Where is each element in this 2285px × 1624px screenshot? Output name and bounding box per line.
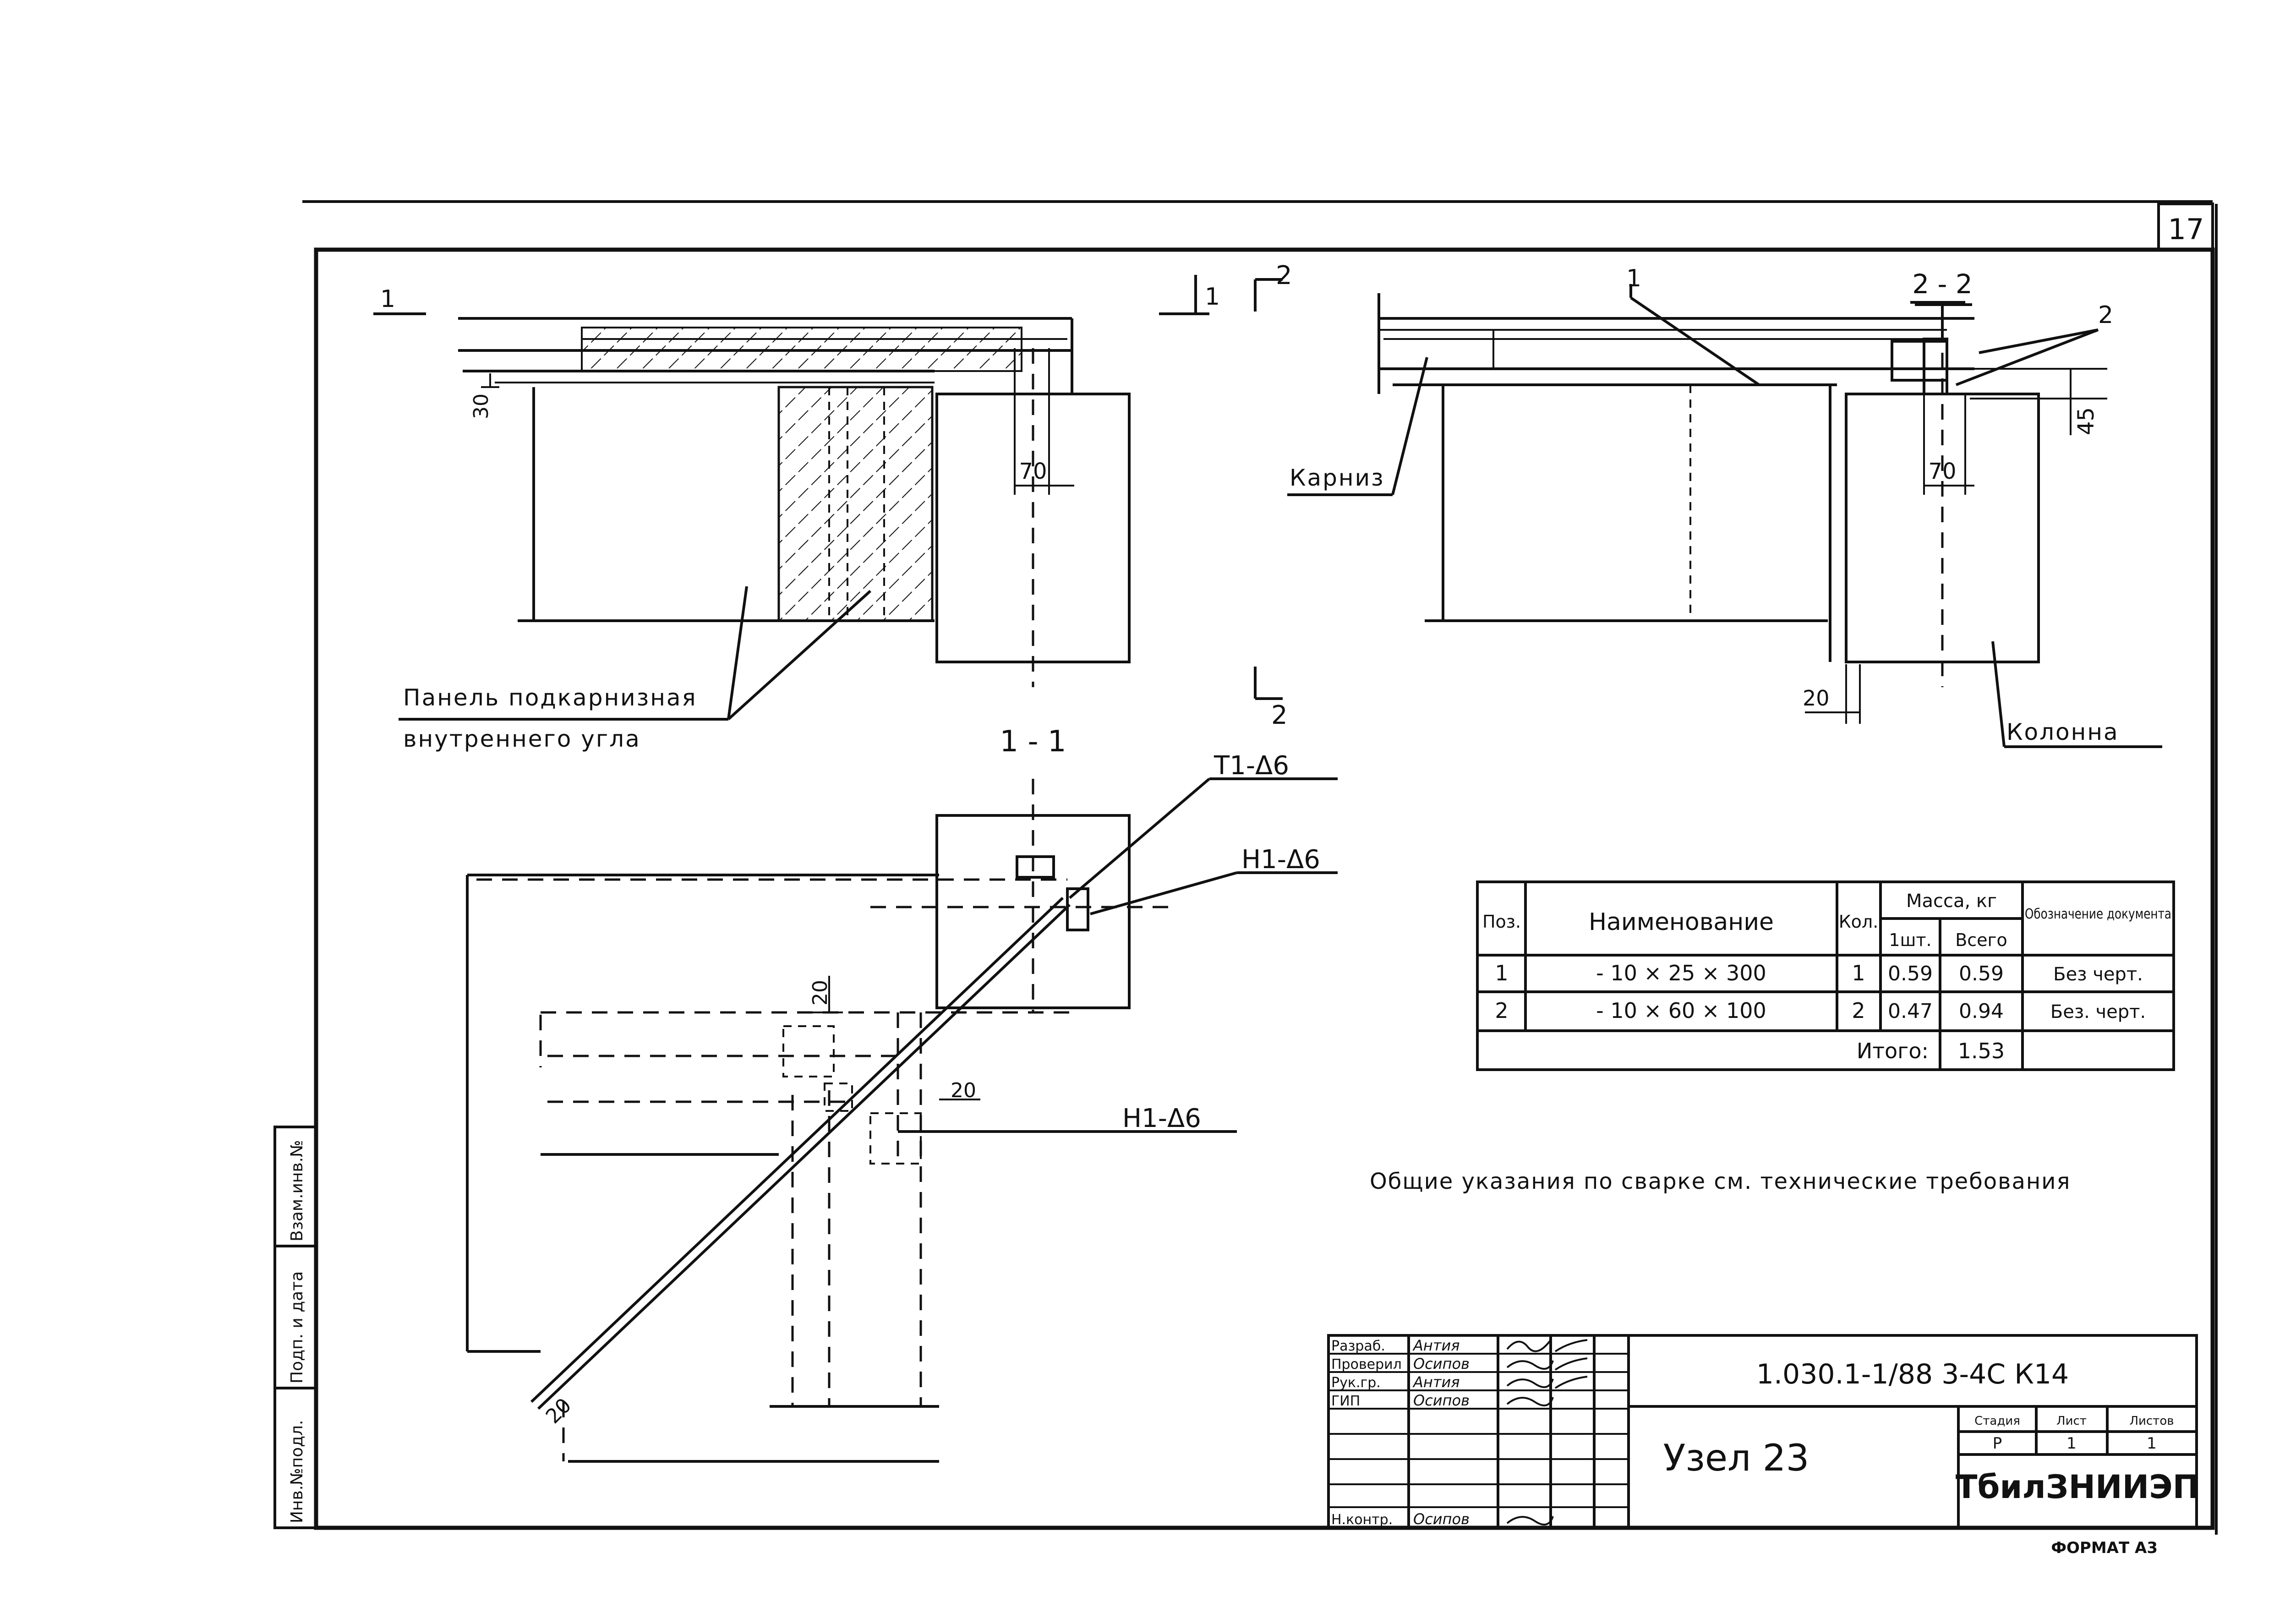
sheet-number-box [2157, 202, 2214, 251]
section-2-2-title: 2 - 2 [1912, 268, 1973, 300]
dim-20-right: 20 [1803, 686, 1830, 711]
spec-row1-one: 0.59 [1888, 962, 1933, 985]
sign-role-2: Проверил [1331, 1356, 1402, 1372]
spec-row1-name: - 10 × 25 × 300 [1596, 961, 1766, 985]
drawing-code: 1.030.1-1/88 3-4С К14 [1756, 1358, 2069, 1390]
sheet-value: 1 [2066, 1434, 2077, 1453]
sign-role-3: Рук.гр. [1331, 1375, 1381, 1391]
pos-1-callout: 1 [1626, 265, 1641, 292]
section-1-marker-right: 1 [1205, 283, 1220, 311]
spec-table [1476, 880, 2175, 1071]
sign-name-3: Антия [1412, 1373, 1460, 1391]
weld-t1-label: Т1-Δ6 [1214, 751, 1289, 781]
sheet-header: Лист [2056, 1414, 2087, 1428]
title-block [1327, 1334, 2198, 1529]
drawing-name: Узел 23 [1663, 1437, 1809, 1479]
spec-header-pos: Поз. [1482, 912, 1521, 932]
organization: ТбилЗНИИЭП [1956, 1468, 2199, 1506]
spec-row2-name: - 10 × 60 × 100 [1596, 998, 1766, 1023]
dim-20-a: 20 [809, 980, 832, 1006]
sign-name-5: Осипов [1413, 1510, 1470, 1528]
signature-scribbles [1506, 1339, 1588, 1526]
spec-row2-doc: Без. черт. [2050, 1001, 2146, 1023]
weld-n1-bottom-label: Н1-Δ6 [1122, 1104, 1201, 1133]
spec-header-mass-one: 1шт. [1889, 930, 1931, 950]
dim-20-c: 20 [541, 1394, 576, 1428]
weld-n1-top-label: Н1-Δ6 [1241, 845, 1320, 875]
sign-name-1: Антия [1412, 1337, 1460, 1354]
spec-row2-pos: 2 [1495, 998, 1508, 1023]
spec-total-label: Итого: [1857, 1039, 1929, 1063]
section-1-marker-left: 1 [380, 285, 395, 313]
top-left-view [373, 275, 1283, 721]
pos-2-callout: 2 [2098, 301, 2113, 329]
sign-name-4: Осипов [1413, 1392, 1470, 1409]
sign-name-2: Осипов [1413, 1355, 1470, 1372]
format-label: ФОРМАТ А3 [2051, 1539, 2158, 1557]
spec-header-mass-total: Всего [1955, 930, 2007, 950]
dim-45: 45 [2073, 407, 2099, 435]
sign-role-4: ГИП [1331, 1393, 1360, 1409]
side-stamp-inv: Инв.№подл. [288, 1420, 306, 1523]
sign-role-5: Н.контр. [1331, 1512, 1393, 1528]
spec-header-mass: Масса, кг [1906, 891, 1997, 912]
spec-row2-total: 0.94 [1959, 1000, 2004, 1023]
stage-header: Стадия [1974, 1414, 2020, 1428]
spec-row1-qty: 1 [1852, 961, 1865, 985]
welding-note: Общие указания по сварке см. технические… [1370, 1169, 2071, 1194]
dim-70-right: 70 [1928, 459, 1956, 484]
sheet-number: 17 [2168, 213, 2204, 246]
dim-30: 30 [470, 394, 493, 419]
side-stamp-sign: Подп. и дата [288, 1271, 306, 1383]
dim-70-left: 70 [1019, 459, 1047, 484]
spec-row1-total: 0.59 [1959, 962, 2004, 985]
section-1-1-title: 1 - 1 [1000, 725, 1066, 759]
spec-row1-doc: Без черт. [2053, 964, 2143, 985]
top-right-view [1287, 284, 2162, 748]
spec-row1-pos: 1 [1495, 961, 1508, 985]
sheets-value: 1 [2147, 1434, 2157, 1453]
spec-row2-qty: 2 [1852, 998, 1865, 1023]
spec-header-name: Наименование [1589, 908, 1774, 936]
section-2-marker-bottom: 2 [1271, 700, 1288, 730]
stage-value: Р [1993, 1434, 2002, 1453]
karniz-label: Карниз [1290, 465, 1385, 491]
section-2-marker-top: 2 [1276, 261, 1292, 290]
spec-row2-one: 0.47 [1888, 1000, 1933, 1023]
panel-label-line1: Панель подкарнизная [403, 684, 697, 711]
section-1-1-plan [466, 777, 1338, 1463]
sheets-header: Листов [2129, 1414, 2174, 1428]
kolonna-label: Колонна [2006, 719, 2119, 745]
sign-role-1: Разраб. [1331, 1338, 1385, 1354]
spec-header-qty: Кол. [1839, 912, 1879, 932]
sheet-frame [302, 200, 2218, 1535]
side-stamp [273, 1126, 317, 1529]
spec-header-doc: Обозначение документа [2025, 906, 2171, 922]
panel-label-line2: внутреннего угла [403, 726, 641, 752]
dim-20-b: 20 [951, 1079, 976, 1102]
side-stamp-replace: Взам.инв.№ [288, 1140, 306, 1241]
spec-total-value: 1.53 [1958, 1039, 2005, 1063]
